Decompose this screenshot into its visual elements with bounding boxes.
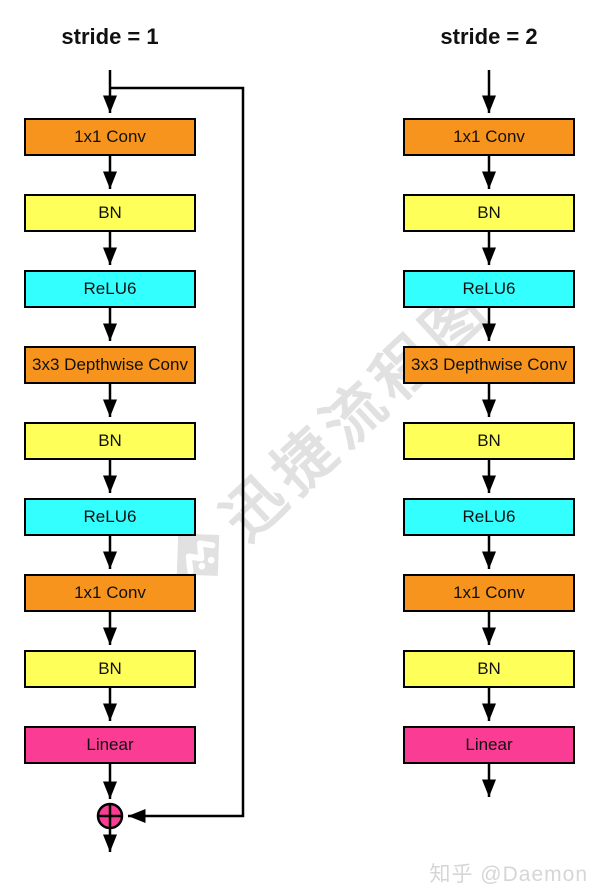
node-stride2-relu6-2: ReLU6 bbox=[403, 498, 575, 536]
node-label: ReLU6 bbox=[83, 279, 137, 298]
node-label: BN bbox=[477, 203, 501, 222]
elementwise-add-icon bbox=[96, 802, 124, 830]
node-label: Linear bbox=[86, 735, 134, 754]
column-title-stride2: stride = 2 bbox=[440, 24, 538, 49]
node-stride2-depthwise-conv: 3x3 Depthwise Conv bbox=[403, 346, 575, 384]
node-stride2-linear: Linear bbox=[403, 726, 575, 764]
column-title-stride1: stride = 1 bbox=[61, 24, 159, 49]
credit-watermark: 知乎 @Daemon bbox=[429, 863, 588, 886]
node-stride1-depthwise-conv: 3x3 Depthwise Conv bbox=[24, 346, 196, 384]
node-label: 1x1 Conv bbox=[74, 127, 146, 146]
node-label: ReLU6 bbox=[83, 507, 137, 526]
node-label: 3x3 Depthwise Conv bbox=[411, 355, 567, 374]
node-label: Linear bbox=[465, 735, 513, 754]
node-label: ReLU6 bbox=[462, 279, 516, 298]
node-label: 1x1 Conv bbox=[74, 583, 146, 602]
node-stride2-bn-2: BN bbox=[403, 422, 575, 460]
node-stride1-linear: Linear bbox=[24, 726, 196, 764]
node-label: BN bbox=[477, 431, 501, 450]
node-label: BN bbox=[98, 431, 122, 450]
node-stride1-1x1-conv-1: 1x1 Conv bbox=[24, 118, 196, 156]
node-label: BN bbox=[98, 659, 122, 678]
node-stride1-bn-2: BN bbox=[24, 422, 196, 460]
node-stride1-relu6-2: ReLU6 bbox=[24, 498, 196, 536]
node-stride2-relu6-1: ReLU6 bbox=[403, 270, 575, 308]
node-label: BN bbox=[98, 203, 122, 222]
node-stride1-bn-3: BN bbox=[24, 650, 196, 688]
node-stride2-bn-1: BN bbox=[403, 194, 575, 232]
node-label: 3x3 Depthwise Conv bbox=[32, 355, 188, 374]
node-label: 1x1 Conv bbox=[453, 583, 525, 602]
node-stride1-bn-1: BN bbox=[24, 194, 196, 232]
node-label: 1x1 Conv bbox=[453, 127, 525, 146]
node-label: BN bbox=[477, 659, 501, 678]
node-stride2-bn-3: BN bbox=[403, 650, 575, 688]
node-stride1-relu6-1: ReLU6 bbox=[24, 270, 196, 308]
node-label: ReLU6 bbox=[462, 507, 516, 526]
node-stride2-1x1-conv-2: 1x1 Conv bbox=[403, 574, 575, 612]
node-stride1-1x1-conv-2: 1x1 Conv bbox=[24, 574, 196, 612]
node-stride2-1x1-conv-1: 1x1 Conv bbox=[403, 118, 575, 156]
